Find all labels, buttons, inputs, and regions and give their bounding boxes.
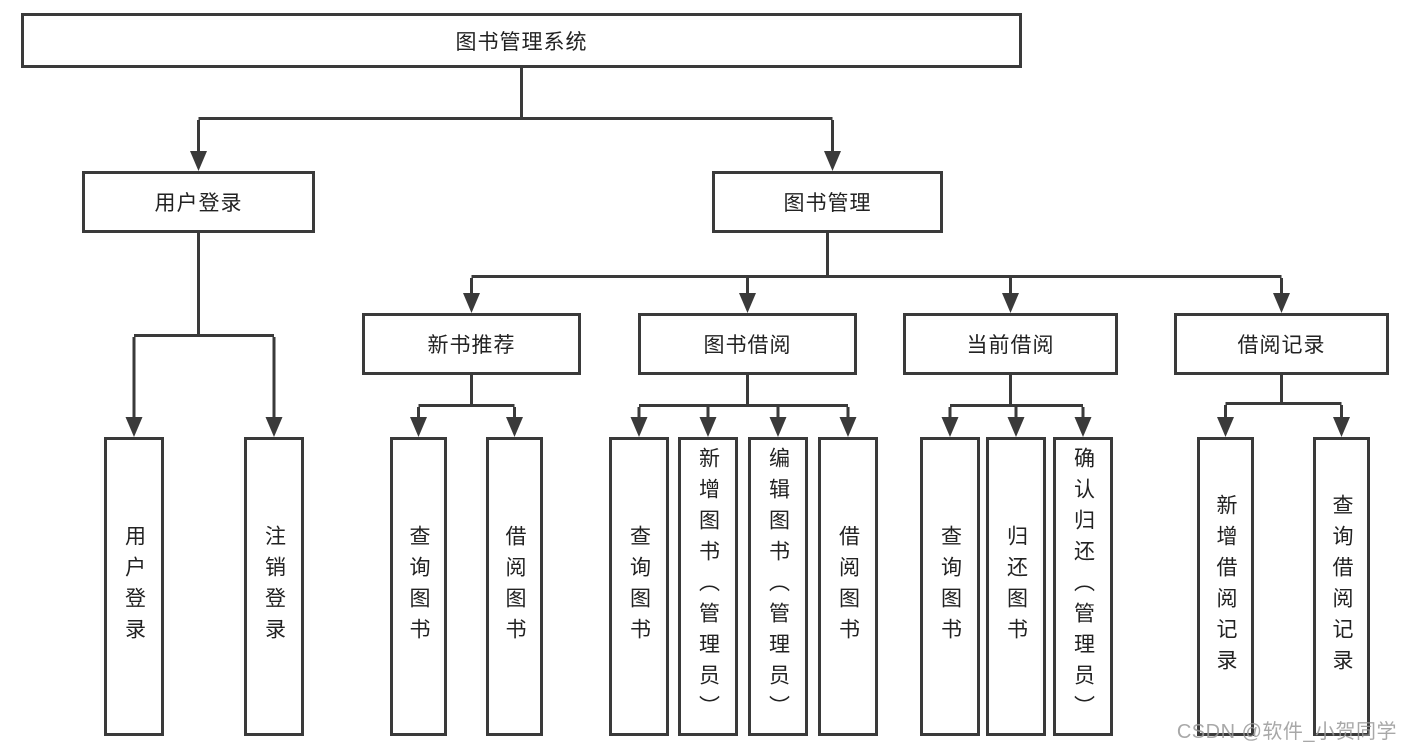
leaf-label: 查询图书 (938, 524, 962, 649)
connector-current-borrow-children (948, 375, 1085, 423)
connector-new-book-recommend-children (417, 375, 516, 423)
arrowhead (506, 417, 523, 437)
leaf-label: 确认归还（管理员） (1071, 447, 1095, 726)
connector-user-login-children (132, 233, 276, 423)
leaf-logout: 注销登录 (244, 437, 304, 736)
connector-book-borrow-children (637, 375, 850, 423)
arrowhead (839, 417, 857, 437)
leaf-borrow-book-recommend: 借阅图书 (486, 437, 543, 736)
arrowhead (824, 151, 841, 171)
arrowhead (265, 417, 283, 437)
leaf-edit-book-admin: 编辑图书（管理员） (748, 437, 808, 736)
leaf-label: 用户登录 (122, 524, 146, 649)
leaf-query-book-borrow: 查询图书 (609, 437, 669, 736)
arrowhead (1217, 417, 1234, 437)
leaf-label: 编辑图书（管理员） (766, 447, 790, 726)
node-current-borrow: 当前借阅 (903, 313, 1118, 375)
arrowhead (190, 151, 207, 171)
leaf-label: 注销登录 (262, 524, 286, 649)
arrowhead (769, 417, 787, 437)
leaf-label: 新增借阅记录 (1214, 493, 1237, 680)
node-book-borrow: 图书借阅 (638, 313, 857, 375)
leaf-add-borrow-record: 新增借阅记录 (1197, 437, 1254, 736)
node-new-book-recommend: 新书推荐 (362, 313, 581, 375)
arrowhead (630, 417, 648, 437)
leaf-label: 新增图书（管理员） (696, 447, 720, 726)
leaf-user-login: 用户登录 (104, 437, 164, 736)
arrowhead (410, 417, 427, 437)
leaf-query-book-recommend: 查询图书 (390, 437, 447, 736)
arrowhead (941, 417, 959, 437)
node-book-management: 图书管理 (712, 171, 943, 233)
leaf-return-book: 归还图书 (986, 437, 1046, 736)
connector-root-to-level2 (197, 68, 834, 158)
leaf-label: 借阅图书 (836, 524, 860, 649)
connector-book-management-children (470, 233, 1283, 299)
node-borrow-records: 借阅记录 (1174, 313, 1389, 375)
leaf-label: 归还图书 (1004, 524, 1028, 649)
leaf-add-book-admin: 新增图书（管理员） (678, 437, 738, 736)
arrowhead (1007, 417, 1025, 437)
arrowhead (463, 293, 480, 313)
arrowhead (1002, 293, 1019, 313)
arrowhead (739, 293, 756, 313)
leaf-label: 借阅图书 (503, 524, 526, 649)
leaf-label: 查询图书 (407, 524, 430, 649)
arrowheads (125, 151, 1350, 437)
arrowhead (1074, 417, 1092, 437)
leaf-confirm-return-admin: 确认归还（管理员） (1053, 437, 1113, 736)
arrowhead (125, 417, 143, 437)
node-user-login: 用户登录 (82, 171, 315, 233)
node-library-management-system: 图书管理系统 (21, 13, 1022, 68)
connector-borrow-records-children (1224, 375, 1343, 423)
leaf-label: 查询图书 (627, 524, 651, 649)
arrowhead (1333, 417, 1350, 437)
leaf-borrow-book: 借阅图书 (818, 437, 878, 736)
connector-paths (132, 68, 1343, 423)
leaf-query-book-current: 查询图书 (920, 437, 980, 736)
arrowhead (699, 417, 717, 437)
leaf-query-borrow-record: 查询借阅记录 (1313, 437, 1370, 736)
arrowhead (1273, 293, 1290, 313)
leaf-label: 查询借阅记录 (1330, 493, 1353, 680)
